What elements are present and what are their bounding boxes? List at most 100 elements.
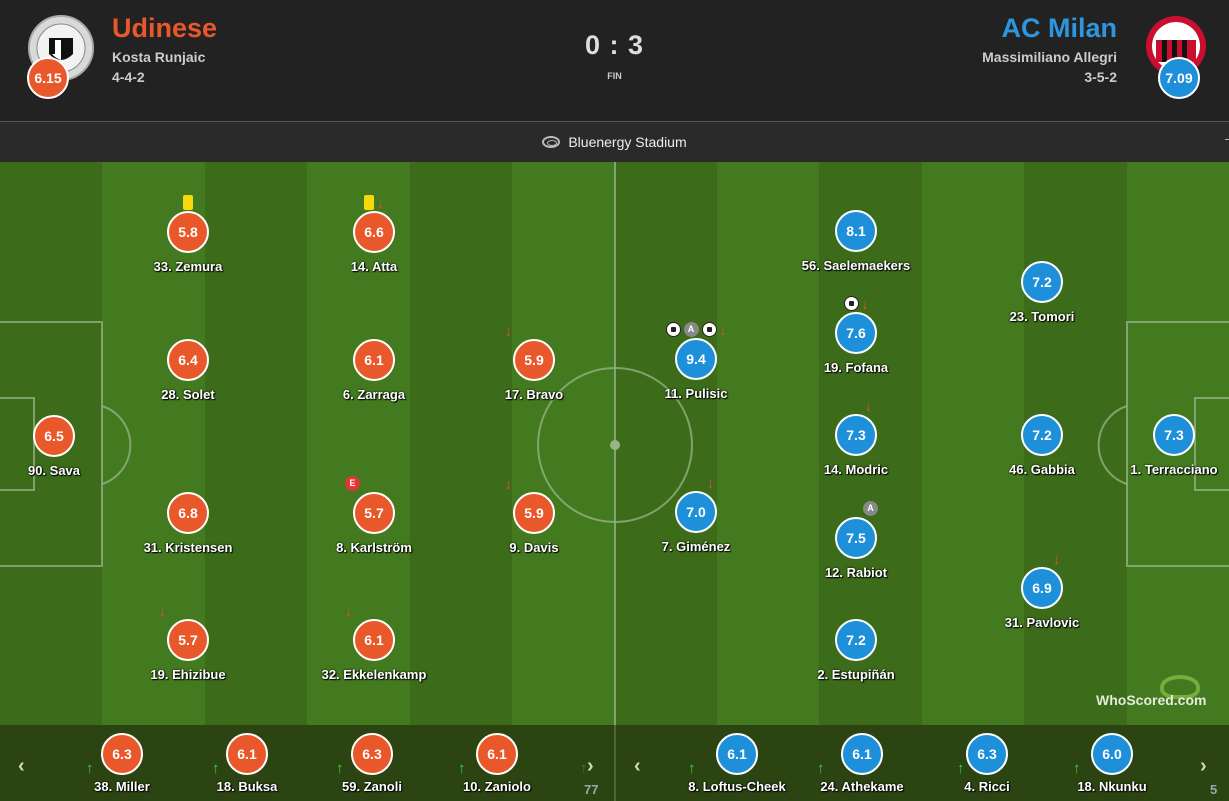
player-away-terracciano[interactable]: 7.3 1. Terracciano [1109,398,1229,477]
player-home-davis[interactable]: ↓ 5.9 9. Davis [469,476,599,556]
bench-home-prev-chevron-icon[interactable]: ‹ [18,755,25,777]
player-name: 31. Kristensen [143,540,233,555]
bench-player-zaniolo[interactable]: 6.1 10. Zaniolo [437,733,557,794]
sub-in-icon: ↑ [688,760,696,777]
player-rating: 9.4 [675,338,717,380]
player-home-atta[interactable]: ↓ 6.6 14. Atta [309,195,439,274]
player-name: 7. Giménez [661,539,731,554]
player-name: 12. Rabiot [824,565,888,580]
bench-player-buksa[interactable]: 6.1 18. Buksa [187,733,307,794]
venue-edge-mark [1225,139,1229,140]
player-home-bravo[interactable]: ↓ 5.9 17. Bravo [469,322,599,403]
player-away-gimenez[interactable]: ↓ 7.0 7. Giménez [631,474,761,555]
milan-crest-icon[interactable] [1142,12,1210,80]
bench-rating: 6.1 [841,733,883,775]
sub-out-icon: ↓ [861,295,869,312]
whoscored-watermark: WhoScored.com [1096,692,1207,708]
player-rating: 6.1 [353,619,395,661]
bench-home-next-chevron-icon[interactable]: › [587,755,594,777]
player-home-zemura[interactable]: 5.8 33. Zemura [123,195,253,274]
sub-out-icon: ↓ [719,321,727,338]
venue-name: Bluenergy Stadium [568,134,687,150]
goal-ball-icon [665,322,681,337]
player-rating: 6.1 [353,339,395,381]
bench-player-athekame[interactable]: 6.1 24. Athekame [802,733,922,794]
player-away-gabbia[interactable]: 7.2 46. Gabbia [977,398,1107,477]
player-rating: 8.1 [835,210,877,252]
player-rating: 7.2 [835,619,877,661]
bench-rating: 6.1 [226,733,268,775]
player-rating: 5.8 [167,211,209,253]
yellow-card-icon [364,195,374,210]
away-formation: 3-5-2 [1084,69,1117,85]
bench-player-zanoli[interactable]: 6.3 59. Zanoli [312,733,432,794]
bench-name: 59. Zanoli [342,779,402,794]
player-rating: 6.9 [1021,567,1063,609]
player-away-fofana[interactable]: ↓ 7.6 19. Fofana [791,296,921,375]
player-name: 2. Estupiñán [817,667,895,682]
match-header: 6.15 Udinese Kosta Runjaic 4-4-2 0 : 3 F… [0,0,1229,122]
sub-out-icon: ↓ [707,474,714,491]
player-away-rabiot[interactable]: A 7.5 12. Rabiot [791,501,921,580]
player-name: 19. Fofana [823,360,889,375]
player-name: 14. Modric [823,462,889,477]
home-coach: Kosta Runjaic [112,49,206,65]
player-rating: 7.0 [675,491,717,533]
bench-rating: 6.3 [101,733,143,775]
home-team-rating: 6.15 [27,57,69,99]
player-home-karlstrom[interactable]: E 5.7 8. Karlström [309,476,439,555]
player-name: 23. Tomori [1009,309,1075,324]
player-home-ehizibue[interactable]: ↓ 5.7 19. Ehizibue [123,602,253,683]
bench-away-prev-chevron-icon[interactable]: ‹ [634,755,641,777]
player-home-solet[interactable]: 6.4 28. Solet [123,323,253,402]
away-team-name[interactable]: AC Milan [1001,13,1117,43]
player-rating: 7.3 [1153,414,1195,456]
venue-bar: Bluenergy Stadium [0,122,1229,162]
player-home-sava[interactable]: 6.5 90. Sava [0,399,119,478]
substitutes-bench: ‹ › ‹ › 6.3 38. Miller ↑ 6.1 18. Buksa ↑… [0,725,1229,801]
bench-player-miller[interactable]: 6.3 38. Miller [62,733,182,794]
player-away-pulisic[interactable]: A ↓ 9.4 11. Pulisic [631,322,761,401]
sub-out-icon: ↓ [159,602,166,619]
player-rating: 5.9 [513,339,555,381]
sub-in-icon: ↑ [212,760,220,777]
player-away-saelemaekers[interactable]: 8.1 56. Saelemaekers [791,194,921,273]
bench-name: 4. Ricci [964,779,1010,794]
sub-in-icon: ↑ [817,760,825,777]
player-home-kristensen[interactable]: 6.8 31. Kristensen [123,476,253,555]
player-rating: 7.3 [835,414,877,456]
pitch-stripe [204,162,309,725]
player-name: 14. Atta [350,259,398,274]
player-name: 19. Ehizibue [150,667,226,682]
bench-player-loftus-cheek[interactable]: 6.1 8. Loftus-Cheek [677,733,797,794]
player-rating: 6.4 [167,339,209,381]
bench-rating: 6.3 [966,733,1008,775]
home-formation: 4-4-2 [112,69,145,85]
sub-out-icon: ↓ [505,322,512,339]
player-home-ekkelenkamp[interactable]: ↓ 6.1 32. Ekkelenkamp [309,603,439,683]
player-name: 46. Gabbia [1009,462,1075,477]
sub-in-icon: ↑ [1073,760,1081,777]
player-away-pavlovic[interactable]: ↓ 6.9 31. Pavlovic [977,551,1107,631]
bench-away-next-chevron-icon[interactable]: › [1200,755,1207,777]
home-team-name[interactable]: Udinese [112,13,218,43]
player-rating: 5.7 [167,619,209,661]
away-team-rating: 7.09 [1158,57,1200,99]
bench-name: 18. Nkunku [1077,779,1147,794]
player-away-estupinan[interactable]: 7.2 2. Estupiñán [791,603,921,682]
match-score: 0 : 3 [584,30,645,60]
pitch-lines [0,162,1229,725]
goal-ball-icon [701,322,717,337]
player-home-zarraga[interactable]: 6.1 6. Zarraga [309,323,439,402]
bench-player-nkunku[interactable]: 6.0 18. Nkunku [1052,733,1172,794]
player-away-modric[interactable]: ↓ 7.3 14. Modric [791,398,921,478]
bench-divider [614,725,616,801]
bench-player-ricci[interactable]: 6.3 4. Ricci [927,733,1047,794]
bench-name: 24. Athekame [820,779,904,794]
player-name: 28. Solet [161,387,215,402]
player-rating: 7.2 [1021,261,1063,303]
bench-rating: 6.3 [351,733,393,775]
player-away-tomori[interactable]: 7.2 23. Tomori [977,245,1107,324]
player-rating: 6.8 [167,492,209,534]
player-name: 31. Pavlovic [1004,615,1080,630]
